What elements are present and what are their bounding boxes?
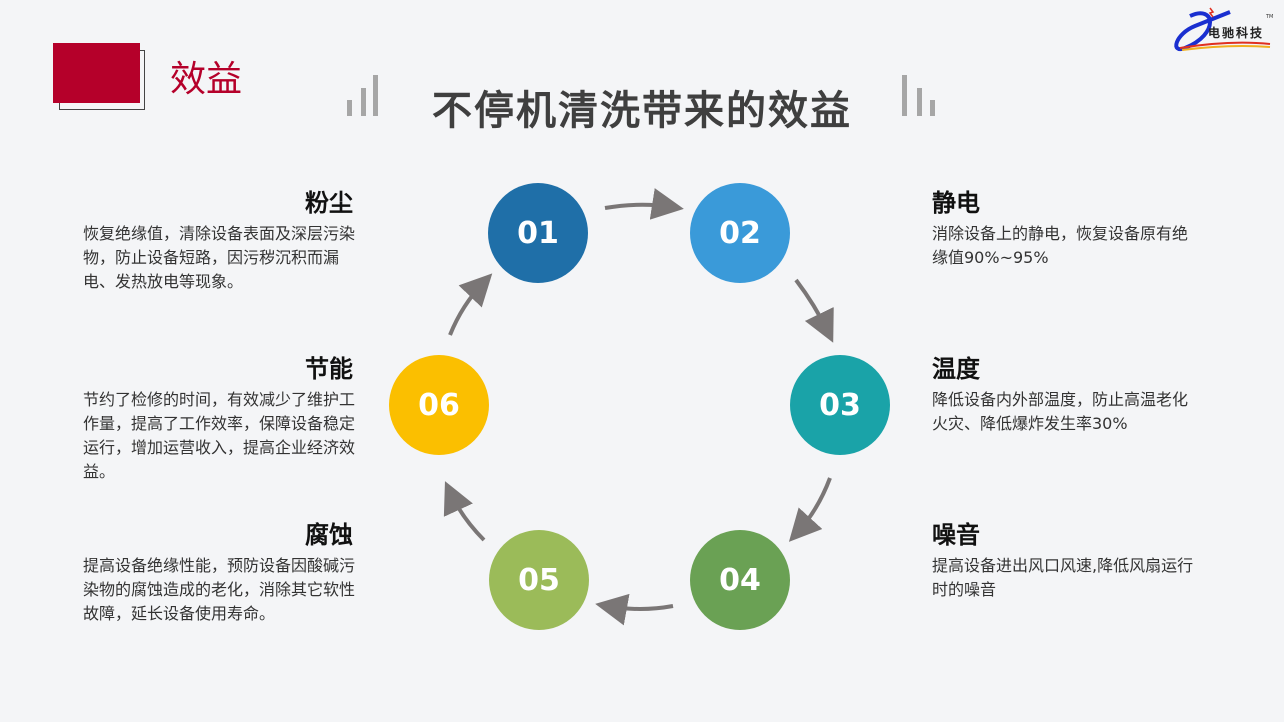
section-title: 效益 [170,59,243,100]
benefit-desc: 节约了检修的时间，有效减少了维护工作量，提高了工作效率，保障设备稳定运行，增加运… [83,390,356,481]
title-bar-decoration [373,75,378,116]
benefit-noise: 噪音 提高设备进出风口风速,降低风扇运行时的噪音 [932,515,1202,602]
step-circle-02: 02 [690,183,790,283]
arrow-03-04 [788,477,832,542]
step-circle-05: 05 [489,530,589,630]
arrow-06-01 [448,273,493,336]
benefit-title: 粉尘 [305,189,353,217]
logo: 电驰科技 TM [1170,4,1280,54]
benefit-desc: 提高设备绝缘性能，预防设备因酸碱污染物的腐蚀造成的老化，消除其它软性故障，延长设… [83,556,356,623]
benefit-title: 静电 [932,189,980,217]
step-circle-06: 06 [389,355,489,455]
arrow-02-03 [794,278,834,343]
benefit-energy: 节能 节约了检修的时间，有效减少了维护工作量，提高了工作效率，保障设备稳定运行，… [83,349,363,484]
title-bar-decoration [917,88,922,116]
arrow-05-06 [443,481,486,542]
main-title: 不停机清洗带来的效益 [432,88,852,134]
benefit-desc: 消除设备上的静电，恢复设备原有绝缘值90%~95% [932,224,1189,267]
benefit-title: 节能 [305,355,353,383]
benefit-title: 温度 [932,355,980,383]
arrow-01-02 [604,188,684,220]
benefit-static: 静电 消除设备上的静电，恢复设备原有绝缘值90%~95% [932,183,1202,270]
step-circle-01: 01 [488,183,588,283]
title-bar-decoration [902,75,907,116]
benefit-desc: 提高设备进出风口风速,降低风扇运行时的噪音 [932,556,1194,599]
logo-text: 电驰科技 [1208,26,1265,40]
benefit-corrosion: 腐蚀 提高设备绝缘性能，预防设备因酸碱污染物的腐蚀造成的老化，消除其它软性故障，… [83,515,363,626]
title-bar-decoration [347,100,352,116]
benefit-desc: 降低设备内外部温度，防止高温老化火灾、降低爆炸发生率30% [932,390,1189,433]
section-box [53,43,140,103]
title-bar-decoration [930,100,935,116]
benefit-desc: 恢复绝缘值，清除设备表面及深层污染物，防止设备短路，因污秽沉积而漏电、发热放电等… [83,224,356,291]
benefit-title: 腐蚀 [305,521,353,549]
title-bar-decoration [361,88,366,116]
step-circle-03: 03 [790,355,890,455]
benefit-title: 噪音 [932,521,980,549]
benefit-temperature: 温度 降低设备内外部温度，防止高温老化火灾、降低爆炸发生率30% [932,349,1202,436]
step-circle-04: 04 [690,530,790,630]
logo-tm: TM [1266,14,1274,20]
benefit-dust: 粉尘 恢复绝缘值，清除设备表面及深层污染物，防止设备短路，因污秽沉积而漏电、发热… [83,183,363,294]
logo-mark-icon [1174,7,1271,52]
arrow-04-05 [595,593,674,626]
